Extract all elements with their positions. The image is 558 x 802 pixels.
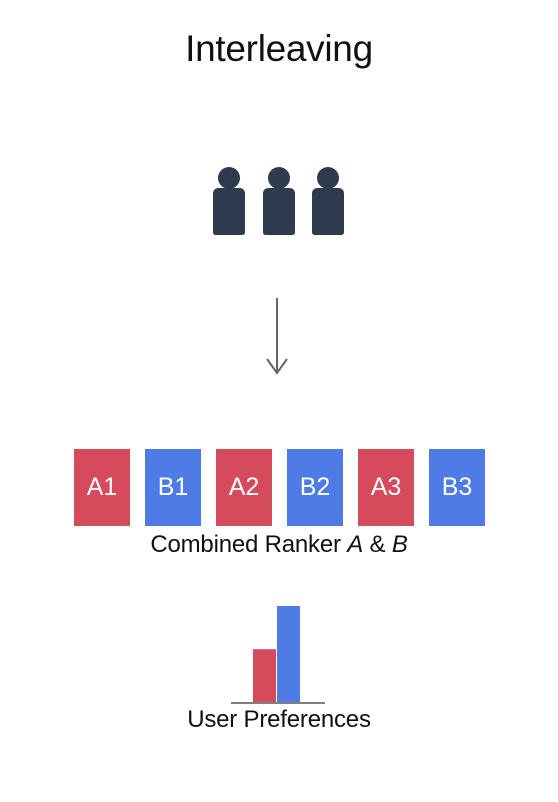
- down-arrow-icon: [266, 298, 288, 375]
- rank-item-a1: A1: [74, 449, 130, 526]
- diagram-title: Interleaving: [185, 28, 373, 69]
- person-icon: [312, 167, 344, 235]
- person-icon: [263, 167, 295, 235]
- rank-item-b3: B3: [429, 449, 485, 526]
- three-people-icon: [213, 167, 344, 235]
- preference-bar-b: [277, 606, 300, 702]
- caption-ranker-a: A: [347, 531, 364, 558]
- rank-item-b1: B1: [145, 449, 201, 526]
- rank-item-a2: A2: [216, 449, 272, 526]
- caption-prefix: Combined Ranker: [150, 531, 348, 558]
- preference-bar-a: [253, 649, 276, 702]
- rank-item-a3: A3: [358, 449, 414, 526]
- rank-item-b2: B2: [287, 449, 343, 526]
- caption-ampersand: &: [363, 531, 392, 558]
- person-icon: [213, 167, 245, 235]
- caption-ranker-b: B: [391, 531, 408, 558]
- user-preferences-bar-chart: [231, 606, 325, 704]
- user-preferences-caption: User Preferences: [187, 706, 371, 733]
- combined-ranker-caption: Combined Ranker A & B: [0, 531, 558, 559]
